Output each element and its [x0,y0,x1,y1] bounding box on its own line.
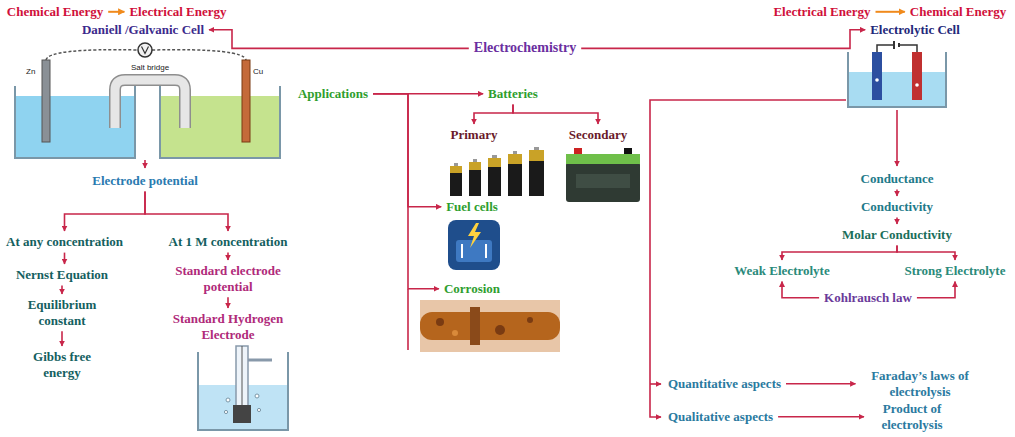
concept-label: Gibbs free energy [23,348,101,381]
concept-label: Conductivity [858,198,936,216]
node-text: Standard electrode potential [171,263,285,294]
concept-label: Electrode potential [89,172,201,190]
connector-arrow [145,192,228,231]
topic-heading: Electrochemistry [471,39,579,58]
connector-arrow [581,30,865,49]
node-text: Weak Electrolyte [734,263,829,279]
concept-label: Standard Hydrogen Electrode [168,310,288,343]
connector-arrow [227,253,229,260]
energy-label: Chemical Energy [907,3,1009,21]
concept-label: Equilibrium constant [22,296,102,329]
connector-arrow [474,105,513,124]
node-text: Qualitative aspects [668,409,773,425]
node-text: Electrochemistry [474,40,576,57]
connector-arrow [65,192,146,231]
part-label: Zn [26,68,35,77]
concept-label: Nernst Equation [13,266,111,284]
concept-label: Conductance [858,170,937,188]
car-battery [566,148,640,202]
connector-arrow [61,286,63,294]
node-text: At any concentration [6,234,123,250]
connector-arrow [782,246,897,260]
node-text: Gibbs free energy [26,349,98,380]
node-text: Kohlrausch law [824,290,912,306]
node-text: Product of electrolysis [869,401,955,432]
connector-arrow [896,218,898,224]
concept-label: Primary [448,126,501,144]
node-text: Electrical Energy [129,4,226,20]
law-label: Kohlrausch law [821,289,915,307]
node-text: Fuel cells [446,199,498,215]
standard-hydrogen-electrode [198,346,288,430]
concept-label: At any concentration [3,233,126,251]
cell-heading: Daniell /Galvanic Cell [79,21,207,39]
node-text: Daniell /Galvanic Cell [82,22,204,38]
concept-label: Molar Conductivity [839,226,955,244]
node-text: Chemical Energy [7,4,103,20]
connector-arrow [373,94,441,207]
cell-heading: Electrolytic Cell [867,21,963,39]
connector-arrow [876,11,905,13]
branch-heading: Corrosion [441,280,503,298]
electrolytic-cell [848,41,946,107]
part-label: Salt bridge [131,64,169,73]
branch-heading: Fuel cells [443,198,501,216]
node-text: Corrosion [444,281,500,297]
node-text: Electrical Energy [773,4,870,20]
node-text: Standard Hydrogen Electrode [171,311,285,342]
concept-label: Strong Electrolyte [902,262,1009,280]
connector-arrow [896,190,898,196]
energy-label: Electrical Energy [770,3,873,21]
connector-arrow [778,416,864,418]
concept-label: Weak Electrolyte [731,262,832,280]
concept-label: Qualitative aspects [665,408,776,426]
connector-arrow [61,331,63,346]
node-text: Nernst Equation [16,267,108,283]
concept-label: At 1 M concentration [166,233,291,251]
connector-arrow [897,246,955,260]
node-text: Quantitative aspects [668,376,781,392]
node-text: Conductivity [861,199,933,215]
node-text: Secondary [569,127,628,143]
connector-arrow [209,30,469,49]
node-text: Batteries [488,86,538,102]
node-text: At 1 M concentration [169,234,288,250]
node-text: Chemical Energy [910,4,1006,20]
concept-label: Product of electrolysis [866,400,958,433]
node-text: Primary [451,127,498,143]
node-text: Applications [298,86,368,102]
connector-arrow [917,282,955,298]
node-text: Electrolytic Cell [870,22,960,38]
connector-arrow [513,105,598,124]
node-text: Faraday’s laws of electrolysis [861,368,980,399]
branch-heading: Batteries [485,85,541,103]
branch-heading: Applications [295,85,371,103]
connector-arrow [782,282,819,298]
part-label: Cu [253,68,263,77]
connector-arrow [108,11,124,13]
concept-label: Standard electrode potential [168,262,288,295]
energy-label: Chemical Energy [4,3,106,21]
concept-label: Faraday’s laws of electrolysis [858,367,983,400]
node-text: Electrode potential [92,173,198,189]
connector-arrow [64,253,66,264]
node-text: Strong Electrolyte [905,263,1006,279]
galvanic-cell [15,43,280,158]
battery-cells [450,147,544,196]
connector-lines [145,100,897,417]
concept-label: Secondary [566,126,631,144]
node-text: Conductance [861,171,934,187]
node-text: Molar Conductivity [842,227,952,243]
concept-label: Quantitative aspects [665,375,784,393]
fuel-cell-icon [448,220,500,270]
connector-arrow [786,383,856,385]
connector-arrow [227,297,229,308]
corroded-pipe [420,300,560,352]
connector-arrow [373,94,439,289]
energy-label: Electrical Energy [126,3,229,21]
node-text: Equilibrium constant [25,297,99,328]
